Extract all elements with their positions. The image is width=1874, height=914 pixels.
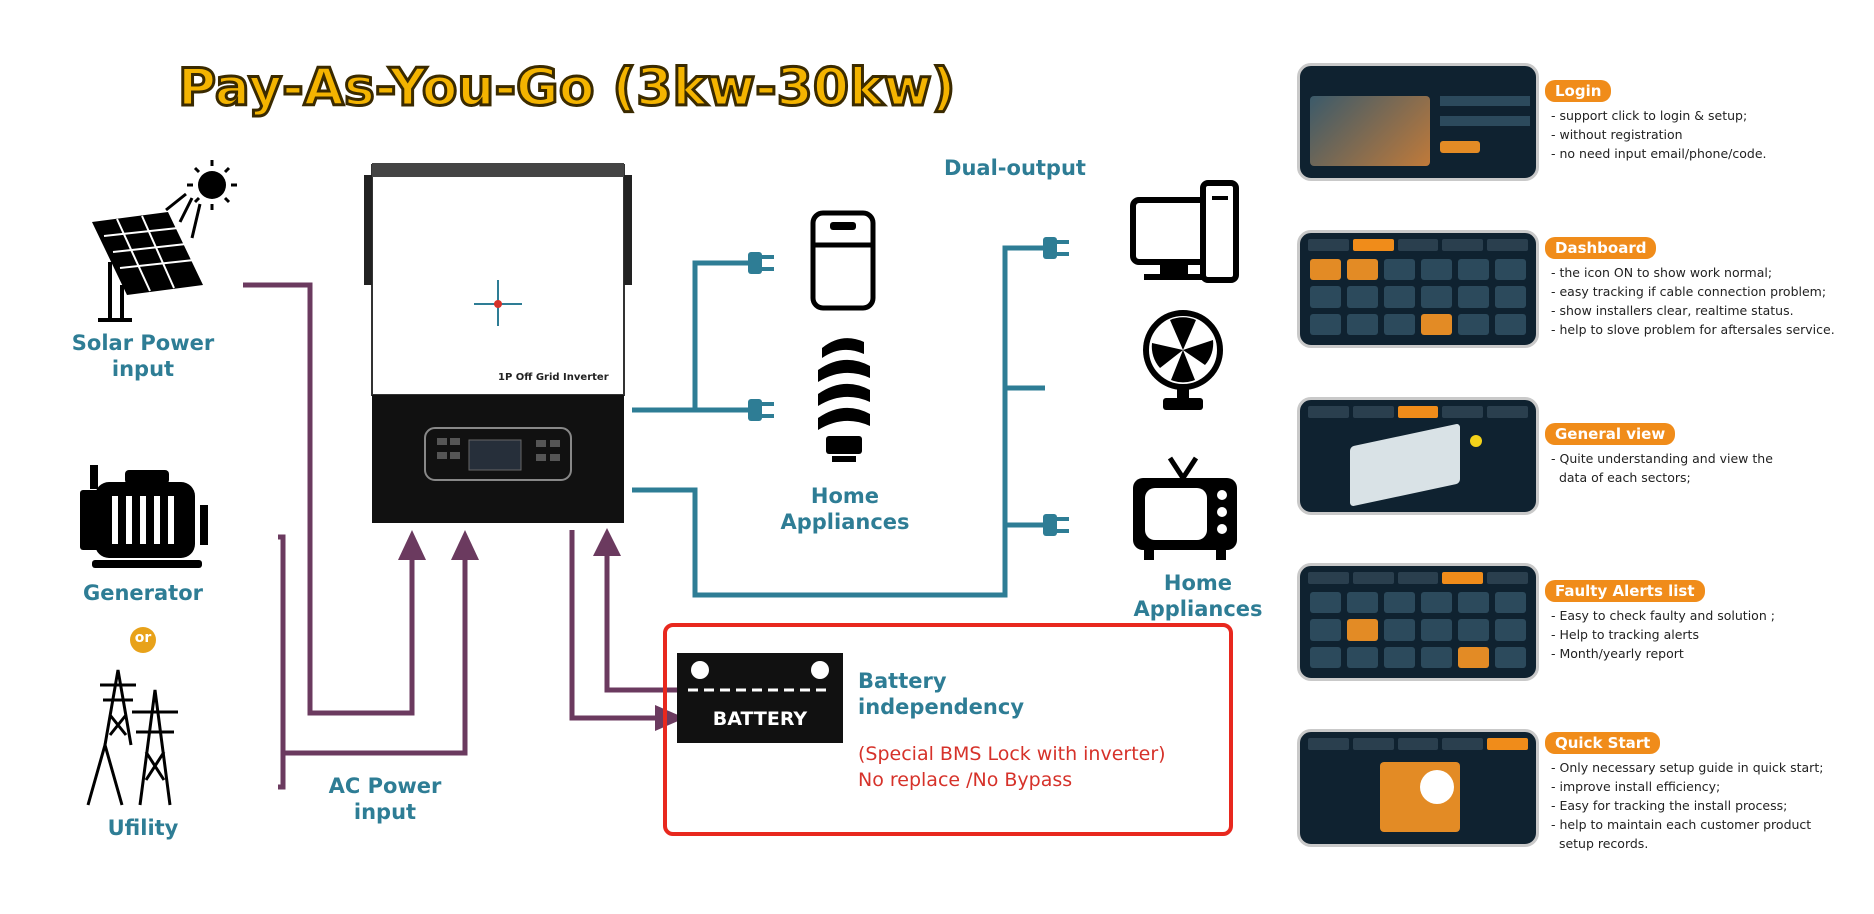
solar-input-label: Solar Power input — [71, 331, 215, 381]
feature-general-view: General view Quite understanding and vie… — [1545, 423, 1773, 487]
output-wires — [632, 245, 1045, 598]
inverter-icon — [364, 163, 632, 523]
feature-tag: General view — [1545, 423, 1676, 445]
faulty-alerts-screen-thumbnail — [1297, 563, 1539, 681]
battery-icon-text: BATTERY — [712, 708, 808, 730]
battery-icon — [677, 653, 843, 743]
fridge-icon — [810, 210, 876, 311]
feature-item: Easy for tracking the install process; — [1551, 796, 1823, 815]
or-label: or — [134, 630, 152, 646]
feature-item: no need input email/phone/code. — [1551, 144, 1766, 163]
home-appliances-label-1: Home Appliances — [780, 484, 910, 534]
feature-item: improve install efficiency; — [1551, 777, 1823, 796]
feature-item: without registration — [1551, 125, 1767, 144]
feature-faulty-alerts: Faulty Alerts list Easy to check faulty … — [1545, 580, 1775, 663]
inverter-label: 1P Off Grid Inverter — [498, 372, 609, 383]
tv-icon — [1133, 456, 1237, 560]
feature-item: the icon ON to show work normal; — [1551, 263, 1835, 282]
light-bulb-icon — [818, 338, 870, 462]
feature-tag: Faulty Alerts list — [1545, 580, 1705, 602]
feature-dashboard: Dashboard the icon ON to show work norma… — [1545, 237, 1835, 339]
home-appliances-label-2: Home Appliances — [1133, 571, 1263, 621]
feature-item: Month/yearly report — [1551, 644, 1775, 663]
quick-start-screen-thumbnail — [1297, 729, 1539, 847]
feature-item: Easy to check faulty and solution ; — [1551, 606, 1774, 625]
utility-label: Ufility — [107, 816, 179, 840]
login-screen-thumbnail — [1297, 63, 1539, 181]
battery-title: Battery independency — [858, 669, 1025, 719]
battery-note: (Special BMS Lock with inverter) No repl… — [858, 743, 1166, 791]
feature-tag: Quick Start — [1545, 732, 1661, 754]
input-arrowheads — [398, 528, 685, 731]
feature-item: Quite understanding and view the data of… — [1551, 449, 1773, 487]
feature-tag: Login — [1545, 80, 1612, 102]
computer-icon — [1130, 180, 1239, 283]
dashboard-screen-thumbnail — [1297, 230, 1539, 348]
general-view-screen-thumbnail — [1297, 397, 1539, 515]
plug-icons — [748, 237, 1069, 536]
feature-item: help to slove problem for aftersales ser… — [1551, 320, 1834, 339]
generator-label: Generator — [82, 581, 204, 605]
fan-icon — [1143, 310, 1223, 410]
solar-panel-icon — [92, 160, 237, 322]
generator-icon — [80, 465, 208, 568]
feature-quick-start: Quick Start Only necessary setup guide i… — [1545, 732, 1823, 853]
feature-item: support click to login & setup; — [1551, 106, 1767, 125]
feature-login: Login support click to login & setup; wi… — [1545, 80, 1767, 163]
feature-item: easy tracking if cable connection proble… — [1551, 282, 1835, 301]
battery-highlight-box — [663, 623, 1233, 836]
feature-item: Help to tracking alerts — [1551, 625, 1775, 644]
input-wires — [243, 282, 690, 790]
feature-item: help to maintain each customer product s… — [1551, 815, 1823, 853]
page-title: Pay-As-You-Go (3kw-30kw) — [176, 57, 956, 120]
feature-tag: Dashboard — [1545, 237, 1657, 259]
feature-item: show installers clear, realtime status. — [1551, 301, 1835, 320]
utility-tower-icon — [86, 669, 178, 806]
or-circle — [130, 627, 156, 653]
ac-input-label: AC Power input — [328, 774, 442, 824]
dual-output-label: Dual-output — [944, 156, 1086, 180]
feature-item: Only necessary setup guide in quick star… — [1551, 758, 1823, 777]
